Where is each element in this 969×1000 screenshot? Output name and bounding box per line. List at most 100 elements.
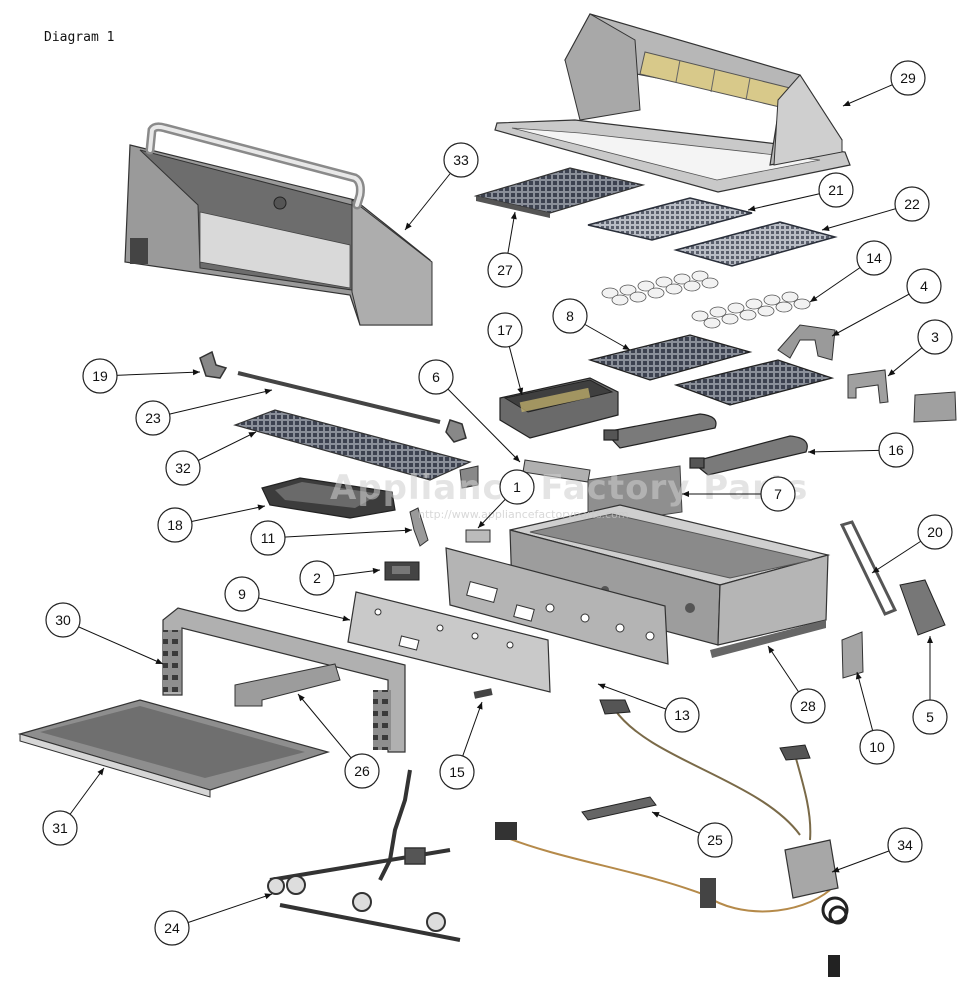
leader-arrow [598, 683, 606, 690]
diagram-title: Diagram 1 [44, 30, 115, 45]
callout-circle [552, 298, 588, 334]
callout-number: 11 [261, 530, 276, 546]
callout-part-18: 18 [157, 504, 266, 543]
callout-number: 4 [920, 278, 928, 294]
callout-number: 24 [164, 920, 180, 936]
callout-number: 3 [931, 329, 939, 345]
callout-number: 34 [897, 837, 913, 853]
leader-arrow [808, 448, 816, 455]
callout-part-4: 4 [831, 268, 942, 337]
part-1-plate [465, 529, 491, 543]
callout-part-32: 32 [165, 431, 257, 486]
callout-circle [917, 319, 953, 355]
leader-arrow [517, 387, 524, 395]
part-9-control-panel [347, 591, 551, 693]
callout-circle [890, 60, 926, 96]
leader-arrow [192, 369, 200, 376]
leader-arrow [810, 295, 818, 302]
part-19-rotisserie-fork [199, 350, 467, 443]
leader-arrow [832, 330, 840, 336]
callout-part-9: 9 [224, 576, 351, 622]
part-25-rear-burner [581, 796, 657, 821]
leader-arrow [248, 432, 256, 438]
part-26-bracket [234, 663, 341, 707]
callout-circle [443, 142, 479, 178]
callout-circle [344, 753, 380, 789]
callout-circle [165, 450, 201, 486]
callout-circle [912, 699, 948, 735]
callout-number: 21 [828, 182, 844, 198]
callout-part-23: 23 [135, 388, 273, 436]
callout-number: 10 [869, 739, 885, 755]
callout-number: 25 [707, 832, 723, 848]
callout-part-6: 6 [418, 359, 521, 463]
callout-part-15: 15 [439, 701, 483, 790]
part-33-lid [124, 122, 433, 326]
callout-number: 26 [354, 763, 370, 779]
callout-part-22: 22 [821, 186, 930, 231]
part-17-burner-box [499, 377, 619, 439]
leader-arrow [872, 566, 880, 573]
callout-part-20: 20 [871, 514, 953, 574]
part-5-side-shield [899, 579, 946, 636]
callout-circle [45, 602, 81, 638]
leader-arrow [476, 702, 483, 710]
callout-circle [42, 810, 78, 846]
part-11-bracket [409, 507, 429, 547]
callout-part-7: 7 [682, 476, 796, 512]
callout-part-33: 33 [404, 142, 479, 231]
part-16-burners [603, 413, 808, 476]
callout-part-24: 24 [154, 893, 273, 946]
callout-circle [894, 186, 930, 222]
callout-part-27: 27 [487, 211, 523, 288]
callout-number: 9 [238, 586, 246, 602]
callout-number: 1 [513, 479, 521, 495]
leader-arrow [748, 205, 756, 212]
callout-number: 19 [92, 368, 108, 384]
part-31-shelf [17, 699, 331, 798]
part-8-heat-plates [587, 334, 835, 406]
callout-number: 27 [497, 262, 513, 278]
callout-part-21: 21 [747, 172, 854, 212]
callout-part-26: 26 [297, 693, 380, 789]
callout-number: 6 [432, 369, 440, 385]
leader-arrow [843, 100, 851, 106]
callout-circle [418, 359, 454, 395]
callout-part-5: 5 [912, 636, 948, 735]
part-15-clip [473, 688, 493, 699]
leader-arrow [264, 388, 272, 395]
callout-circle [487, 312, 523, 348]
callout-number: 14 [866, 250, 882, 266]
callout-circle [299, 560, 335, 596]
callout-number: 7 [774, 486, 782, 502]
callout-circle [878, 432, 914, 468]
leader-arrow [342, 615, 350, 622]
leader-line [435, 376, 521, 463]
callout-part-31: 31 [42, 767, 105, 846]
callout-number: 33 [453, 152, 469, 168]
part-10-clip [841, 631, 864, 679]
leader-arrow [298, 694, 305, 702]
leader-arrow [97, 768, 104, 776]
callout-part-14: 14 [809, 240, 892, 303]
callout-number: 5 [926, 709, 934, 725]
leader-line [267, 529, 413, 539]
part-30-front-frame [162, 607, 406, 753]
callout-circle [499, 469, 535, 505]
callout-part-8: 8 [552, 298, 631, 351]
leader-arrow [622, 343, 630, 350]
leader-line [171, 893, 273, 929]
callout-number: 23 [145, 410, 161, 426]
part-4-bracket [777, 324, 836, 361]
callout-part-2: 2 [299, 560, 381, 596]
part-21-cooking-grid [587, 197, 753, 241]
callout-number: 8 [566, 308, 574, 324]
callout-circle [439, 754, 475, 790]
leader-line [62, 619, 164, 665]
callout-circle [818, 172, 854, 208]
callout-circle [887, 827, 923, 863]
leader-line [152, 389, 273, 419]
callout-part-1: 1 [477, 469, 535, 529]
callout-number: 16 [888, 442, 904, 458]
part-27-warming-grate [473, 167, 646, 218]
